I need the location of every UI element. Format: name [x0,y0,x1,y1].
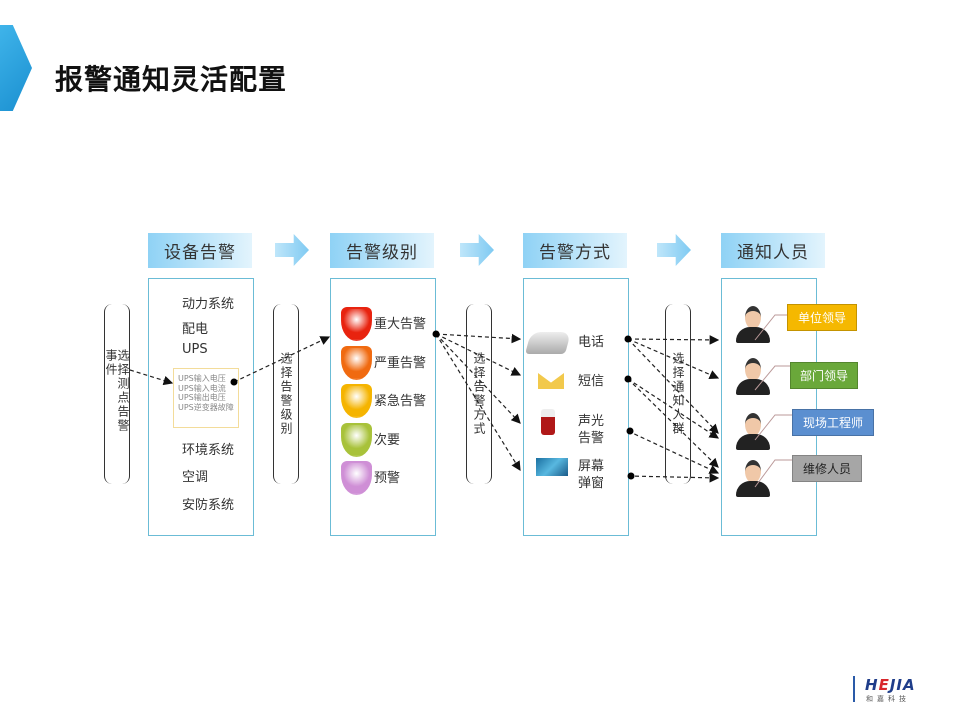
severity-shield-icon [341,384,372,418]
people-group-badge[interactable]: 部门领导 [790,362,858,389]
selector-people[interactable]: 选择通知人群 [665,304,691,484]
method-panel [523,278,629,536]
screen-popup-icon [536,458,568,476]
level-item[interactable]: 紧急告警 [374,394,427,409]
selector-label: 选择测点告警事件 [104,349,130,433]
method-item[interactable]: 短信 [578,374,605,389]
device-item[interactable]: 环境系统 [182,443,235,458]
header-notify-people: 通知人员 [721,233,825,268]
device-item[interactable]: UPS [182,342,208,357]
person-avatar-icon [735,358,771,400]
alarm-light-icon [541,409,555,435]
device-item[interactable]: 配电 [182,322,209,337]
ups-item[interactable]: UPS输入电流 [178,383,226,393]
logo-divider [853,676,855,702]
level-item[interactable]: 严重告警 [374,355,427,371]
people-group-badge[interactable]: 单位领导 [787,304,857,331]
header-device-alarm: 设备告警 [148,233,252,268]
company-logo-sub: 和嘉科技 [866,695,910,703]
ups-item[interactable]: UPS输入电压 [178,374,226,383]
level-item[interactable]: 次要 [374,432,401,448]
page-title: 报警通知灵活配置 [55,63,288,96]
company-logo: HEJIA [865,676,916,694]
ups-item[interactable]: UPS输出电压 [178,393,226,402]
device-item[interactable]: 动力系统 [182,297,235,312]
person-avatar-icon [735,460,771,502]
selector-label: 选择告警级别 [279,352,293,436]
people-group-badge[interactable]: 现场工程师 [792,409,874,436]
device-item[interactable]: 安防系统 [182,498,235,513]
person-avatar-icon [735,306,771,348]
ups-item[interactable]: UPS逆变器故障 [178,402,234,412]
envelope-icon [538,373,564,389]
severity-shield-icon [341,422,372,457]
severity-shield-icon [341,461,372,495]
ups-tooltip: UPS输入电压 UPS输入电流 UPS输出电压 UPS逆变器故障 [173,368,239,428]
device-item[interactable]: 空调 [182,470,209,485]
level-item[interactable]: 重大告警 [374,317,427,332]
level-item[interactable]: 预警 [374,471,401,486]
selector-label: 选择通知人群 [671,352,685,436]
person-avatar-icon [735,413,771,455]
selector-events[interactable]: 选择测点告警事件 [104,304,130,484]
method-item[interactable]: 电话 [578,335,605,350]
method-item[interactable]: 屏幕 弹窗 [578,459,605,491]
people-group-badge[interactable]: 维修人员 [792,455,862,482]
header-alarm-level: 告警级别 [330,233,434,268]
selector-label: 选择告警方式 [472,352,486,436]
selector-method[interactable]: 选择告警方式 [466,304,492,484]
header-alarm-method: 告警方式 [523,233,627,268]
severity-shield-icon [341,345,372,380]
severity-shield-icon [341,307,372,341]
selector-level[interactable]: 选择告警级别 [273,304,299,484]
method-item[interactable]: 声光 告警 [578,414,605,446]
